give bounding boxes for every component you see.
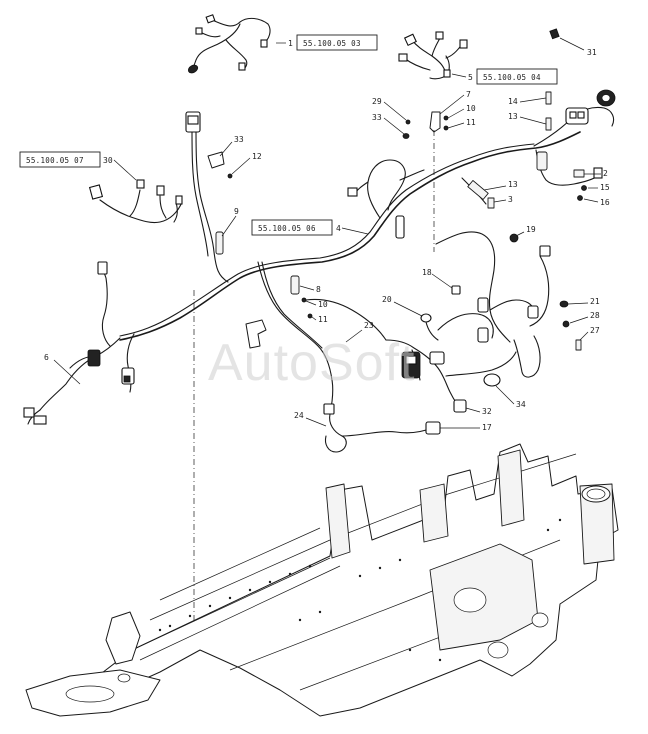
callout-9: 9 bbox=[234, 207, 239, 216]
callout-18: 18 bbox=[422, 268, 432, 277]
reference-box-55-100-05-03[interactable]: 55.100.05 03 1 bbox=[276, 34, 378, 51]
chassis-frame bbox=[25, 443, 619, 717]
callout-21: 21 bbox=[590, 297, 600, 306]
callout-15: 15 bbox=[600, 183, 610, 192]
callout-7: 7 bbox=[466, 90, 471, 99]
callouts: 31 29 33 7 10 11 14 13 33 12 2 15 16 13 … bbox=[44, 48, 610, 432]
svg-text:1: 1 bbox=[288, 39, 293, 48]
callout-19: 19 bbox=[526, 225, 536, 234]
callout-32: 32 bbox=[482, 407, 492, 416]
watermark: AutoSoft bbox=[208, 334, 415, 392]
callout-28: 28 bbox=[590, 311, 600, 320]
item-31-connector bbox=[549, 28, 585, 51]
callout-27: 27 bbox=[590, 326, 600, 335]
main-harness bbox=[23, 89, 616, 453]
reference-box-55-100-05-06[interactable]: 55.100.05 06 4 bbox=[251, 219, 369, 236]
callout-33-top: 33 bbox=[372, 113, 382, 122]
callout-11-top: 11 bbox=[466, 118, 476, 127]
rivet-dots bbox=[158, 518, 562, 662]
harness-55-100-05-04 bbox=[398, 31, 468, 80]
svg-text:5: 5 bbox=[468, 73, 473, 82]
svg-text:55.100.05 04: 55.100.05 04 bbox=[483, 73, 541, 82]
callout-13-mid: 13 bbox=[508, 180, 518, 189]
svg-text:55.100.05 06: 55.100.05 06 bbox=[258, 224, 316, 233]
callout-8: 8 bbox=[316, 285, 321, 294]
callout-12: 12 bbox=[252, 152, 262, 161]
alignment-lines bbox=[193, 130, 435, 640]
callout-3: 3 bbox=[508, 195, 513, 204]
callout-14: 14 bbox=[508, 97, 518, 106]
callout-11-mid: 11 bbox=[318, 315, 328, 324]
callout-29: 29 bbox=[372, 97, 382, 106]
svg-text:55.100.05 03: 55.100.05 03 bbox=[303, 39, 361, 48]
callout-34: 34 bbox=[516, 400, 526, 409]
callout-13-top: 13 bbox=[508, 112, 518, 121]
callout-31: 31 bbox=[587, 48, 597, 57]
harness-55-100-05-07 bbox=[88, 179, 183, 224]
callout-17: 17 bbox=[482, 423, 492, 432]
callout-33-left: 33 bbox=[234, 135, 244, 144]
callout-24: 24 bbox=[294, 411, 304, 420]
callout-16: 16 bbox=[600, 198, 610, 207]
callout-2: 2 bbox=[603, 169, 608, 178]
harness-55-100-05-03 bbox=[187, 14, 271, 74]
callout-6: 6 bbox=[44, 353, 49, 362]
svg-text:4: 4 bbox=[336, 224, 341, 233]
callout-10-top: 10 bbox=[466, 104, 476, 113]
reference-box-55-100-05-04[interactable]: 55.100.05 04 5 bbox=[451, 68, 558, 85]
callout-23: 23 bbox=[364, 321, 374, 330]
reference-box-55-100-05-07[interactable]: 55.100.05 07 30 bbox=[19, 151, 137, 181]
svg-text:55.100.05 07: 55.100.05 07 bbox=[26, 156, 84, 165]
callout-20: 20 bbox=[382, 295, 392, 304]
callout-10-mid: 10 bbox=[318, 300, 328, 309]
svg-text:30: 30 bbox=[103, 156, 113, 165]
